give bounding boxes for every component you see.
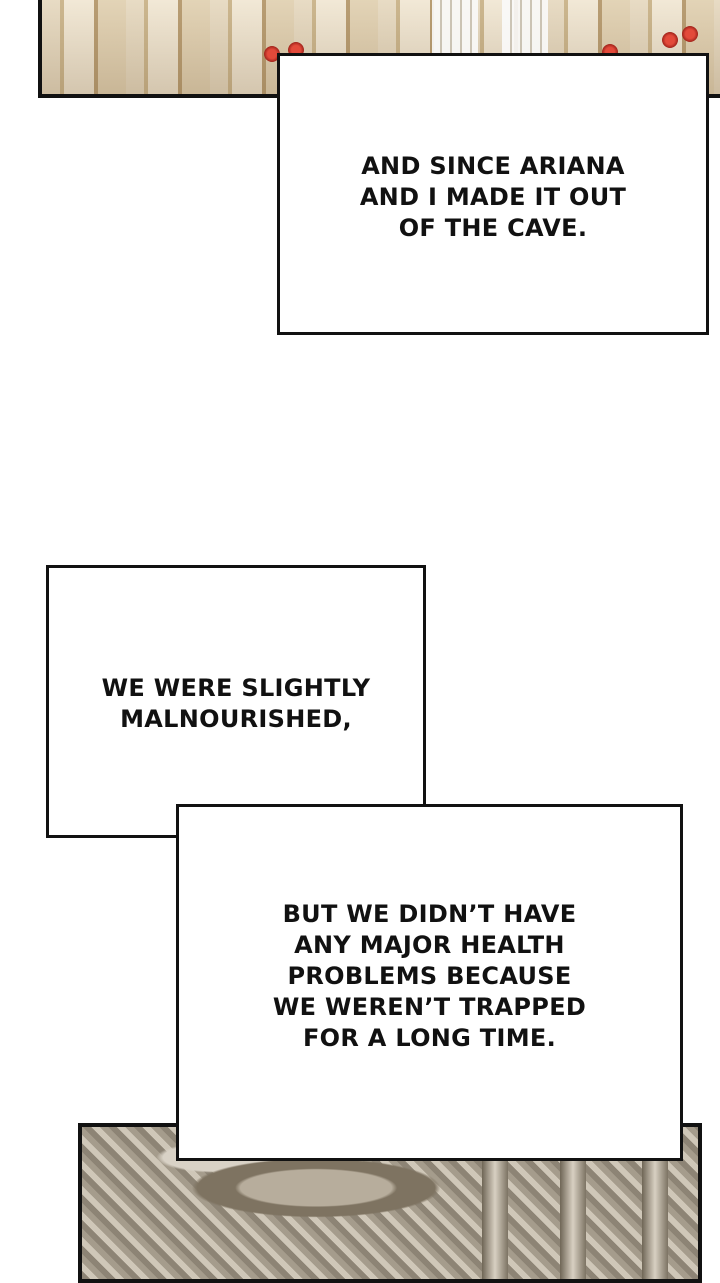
text-line: we weren’t trapped [272, 993, 587, 1021]
window-decoration [432, 0, 478, 56]
text-line: But we didn’t have [282, 900, 577, 928]
window-decoration [502, 0, 548, 56]
narration-text: And since Ariana and I made it out of th… [280, 151, 706, 244]
text-line: And since Ariana [361, 152, 625, 180]
text-line: of the cave. [398, 214, 588, 242]
flower-decoration [682, 26, 698, 42]
text-line: for a long time. [302, 1024, 557, 1052]
text-line: and I made it out [359, 183, 627, 211]
text-line: malnourished, [120, 705, 352, 733]
narration-box: We were slightly malnourished, [46, 565, 426, 838]
narration-box: And since Ariana and I made it out of th… [277, 53, 709, 335]
text-line: any major health [294, 931, 565, 959]
flower-decoration [264, 46, 280, 62]
text-line: We were slightly [101, 674, 371, 702]
narration-box: But we didn’t have any major health prob… [176, 804, 683, 1161]
flower-decoration [662, 32, 678, 48]
narration-text: We were slightly malnourished, [49, 673, 423, 735]
text-line: problems because [287, 962, 572, 990]
narration-text: But we didn’t have any major health prob… [179, 899, 680, 1054]
caption-join [179, 807, 427, 841]
